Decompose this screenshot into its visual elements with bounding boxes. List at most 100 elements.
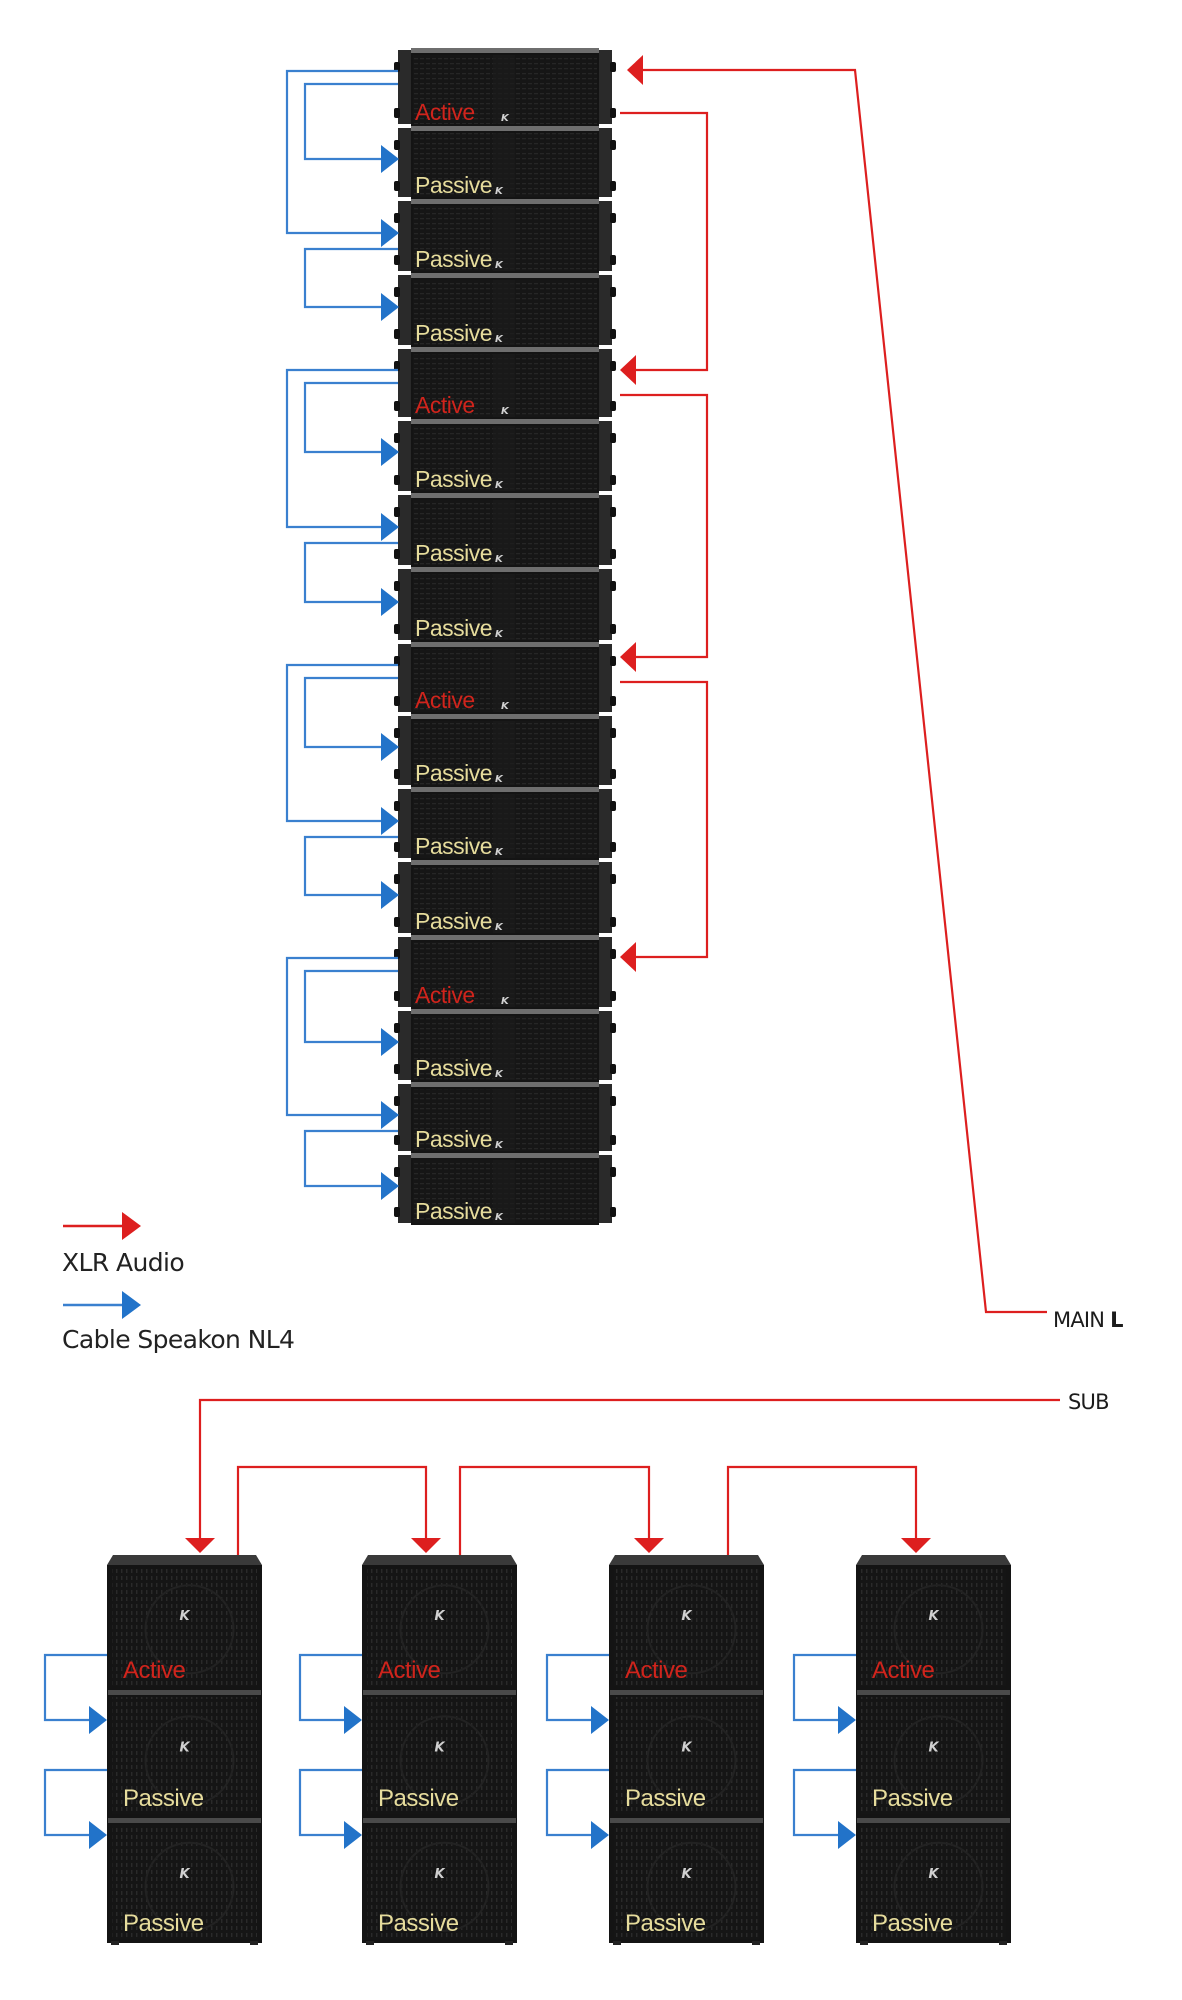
speakon-arrow-icon <box>838 1821 856 1849</box>
cabinet-top-bar <box>411 935 599 940</box>
brand-logo-icon: K <box>495 1212 504 1223</box>
cabinet-top <box>609 1555 764 1565</box>
active-label: Active <box>415 99 475 125</box>
cabinet-center-strip <box>493 1089 515 1151</box>
rigging-left <box>398 937 414 1007</box>
rigging-pin <box>394 213 400 223</box>
rigging-pin <box>610 62 616 72</box>
rigging-left <box>398 1011 414 1080</box>
legend-xlr-label: XLR Audio <box>62 1248 184 1277</box>
passive-label: Passive <box>872 1910 953 1937</box>
rigging-pin <box>610 329 616 339</box>
woofer-outline <box>893 1841 984 1932</box>
cabinet-top-bar <box>411 273 599 278</box>
speakon-cable <box>545 1768 609 1837</box>
brand-logo-icon: K <box>495 774 504 785</box>
speakon-cable <box>303 381 398 454</box>
wiring <box>43 55 1060 1849</box>
rigging-right <box>596 569 612 640</box>
speakon-cable <box>285 368 398 529</box>
rigging-right <box>596 495 612 565</box>
woofer-outline <box>893 1715 984 1806</box>
cabinet-top-bar <box>610 1690 763 1695</box>
rigging-pin <box>394 1064 400 1074</box>
cabinet-center-strip <box>493 721 515 785</box>
legend: XLR Audio Cable Speakon NL4 <box>62 1212 295 1354</box>
cabinet-top-bar <box>411 493 599 498</box>
rigging-pin <box>394 801 400 811</box>
active-label: Active <box>625 1657 688 1684</box>
passive-label: Passive <box>415 615 492 641</box>
brand-logo-icon: K <box>495 1069 504 1080</box>
cabinet-center-strip <box>493 574 515 640</box>
passive-label: Passive <box>415 540 492 566</box>
cabinet-center-strip <box>493 794 515 858</box>
speakon-cable <box>303 1129 398 1188</box>
brand-logo-icon: K <box>435 1609 446 1624</box>
xlr-arrow-icon <box>634 1538 664 1553</box>
cabinet-top-bar <box>411 199 599 204</box>
speakon-cable <box>303 835 398 897</box>
passive-label: Passive <box>415 1126 492 1152</box>
cabinet-center-strip <box>493 206 515 271</box>
xlr-arrow-icon <box>185 1538 215 1553</box>
rigging-pin <box>610 728 616 738</box>
rigging-right <box>596 862 612 933</box>
passive-label: Passive <box>415 246 492 272</box>
cabinet-foot <box>752 1941 760 1945</box>
passive-label: Passive <box>378 1910 459 1937</box>
woofer-outline <box>144 1715 235 1806</box>
cabinet-top-bar <box>411 48 599 53</box>
rigging-right <box>596 421 612 491</box>
active-label: Active <box>415 392 475 418</box>
cabinet-foot <box>111 1941 119 1945</box>
rigging-pin <box>394 1167 400 1177</box>
cabinet-top-bar <box>363 1818 516 1823</box>
rigging-right <box>596 937 612 1007</box>
rigging-right <box>596 349 612 417</box>
xlr-link-cable <box>620 680 709 959</box>
passive-label: Passive <box>415 833 492 859</box>
cabinet-top-bar <box>411 419 599 424</box>
rigging-left <box>398 50 414 124</box>
speakon-cable <box>303 541 398 604</box>
rigging-left <box>398 1155 414 1223</box>
xlr-arrow-icon <box>901 1538 931 1553</box>
rigging-pin <box>610 842 616 852</box>
cabinet-center-strip <box>493 354 515 417</box>
passive-label: Passive <box>415 1055 492 1081</box>
cabinet-top-bar <box>411 860 599 865</box>
cabinet-foot <box>505 1941 513 1945</box>
speakon-arrow-icon <box>381 1028 399 1056</box>
rigging-right <box>596 644 612 712</box>
rigging-pin <box>610 507 616 517</box>
speakon-cable <box>303 247 398 309</box>
brand-logo-icon: K <box>501 996 510 1007</box>
cabinet-center-strip <box>493 500 515 565</box>
speakon-arrow-icon <box>89 1706 107 1734</box>
speakon-arrow-icon <box>344 1821 362 1849</box>
speakon-cable <box>792 1653 856 1722</box>
rigging-pin <box>394 361 400 371</box>
passive-label: Passive <box>415 1198 492 1224</box>
sub-xlr-link-cable <box>236 1465 428 1555</box>
legend-speakon-label: Cable Speakon NL4 <box>62 1325 294 1354</box>
xlr-arrow-icon <box>620 942 636 972</box>
brand-logo-icon: K <box>495 260 504 271</box>
cabinet-top-bar <box>610 1818 763 1823</box>
rigging-pin <box>610 361 616 371</box>
rigging-right <box>596 275 612 345</box>
speakon-arrow-icon <box>591 1821 609 1849</box>
brand-logo-icon: K <box>495 554 504 565</box>
woofer-outline <box>144 1841 235 1932</box>
